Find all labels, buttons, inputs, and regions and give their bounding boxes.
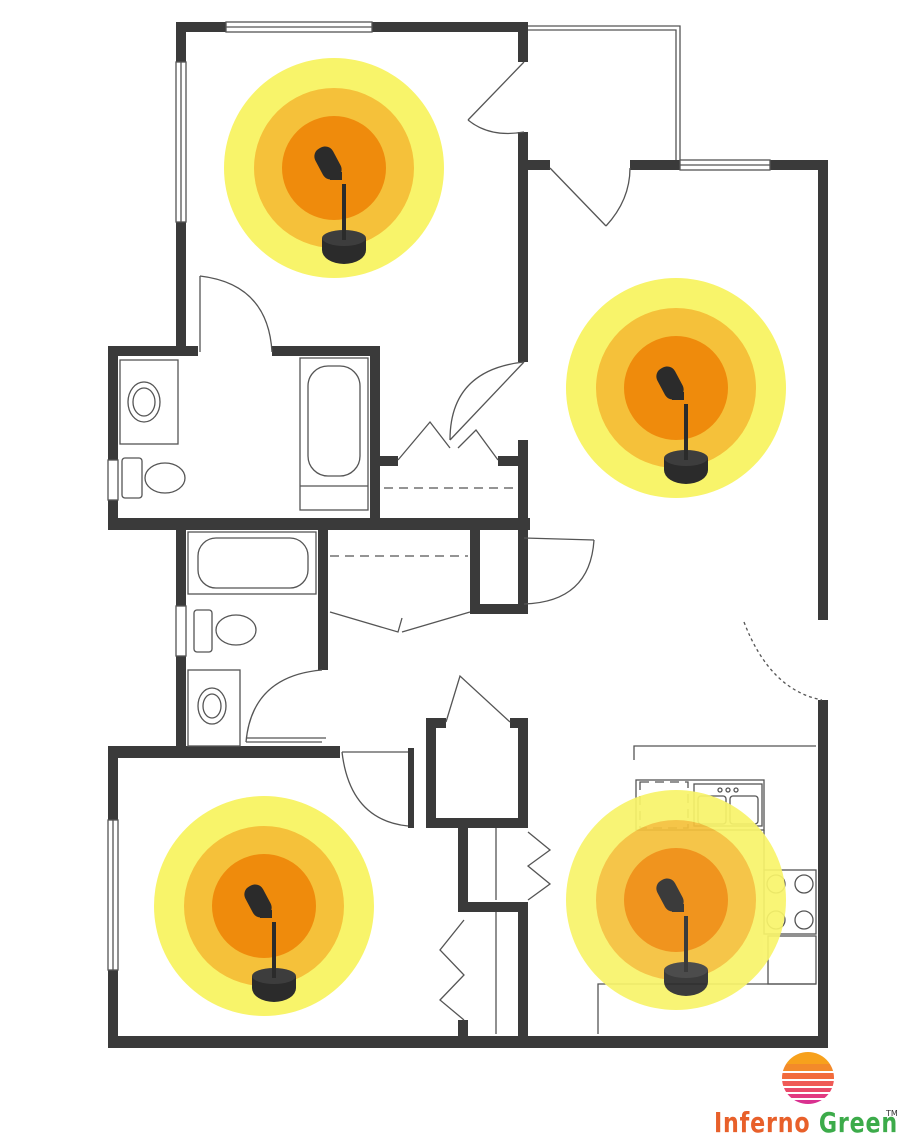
lamp-icon: [656, 878, 708, 996]
lamp-living-room: [566, 278, 786, 498]
trademark-mark: TM: [885, 1109, 898, 1118]
lamp-icon: [244, 884, 296, 1002]
brand-name-orange: Inferno: [714, 1106, 810, 1139]
windows: [107, 21, 771, 971]
brand-name-green: Green: [810, 1106, 898, 1139]
sunset-logo-icon: [782, 1052, 834, 1104]
svg-text:Inferno Green: Inferno Green: [714, 1106, 898, 1139]
brand-logo: Inferno Green TM: [714, 1052, 898, 1139]
lamp-icon: [314, 146, 366, 264]
walls: [108, 22, 828, 1048]
lamp-icon: [656, 366, 708, 484]
lamp-kitchen: [566, 790, 786, 1010]
lamp-bedroom-2: [154, 796, 374, 1016]
lamp-bedroom-1: [224, 58, 444, 278]
door-swings: [199, 61, 823, 1021]
